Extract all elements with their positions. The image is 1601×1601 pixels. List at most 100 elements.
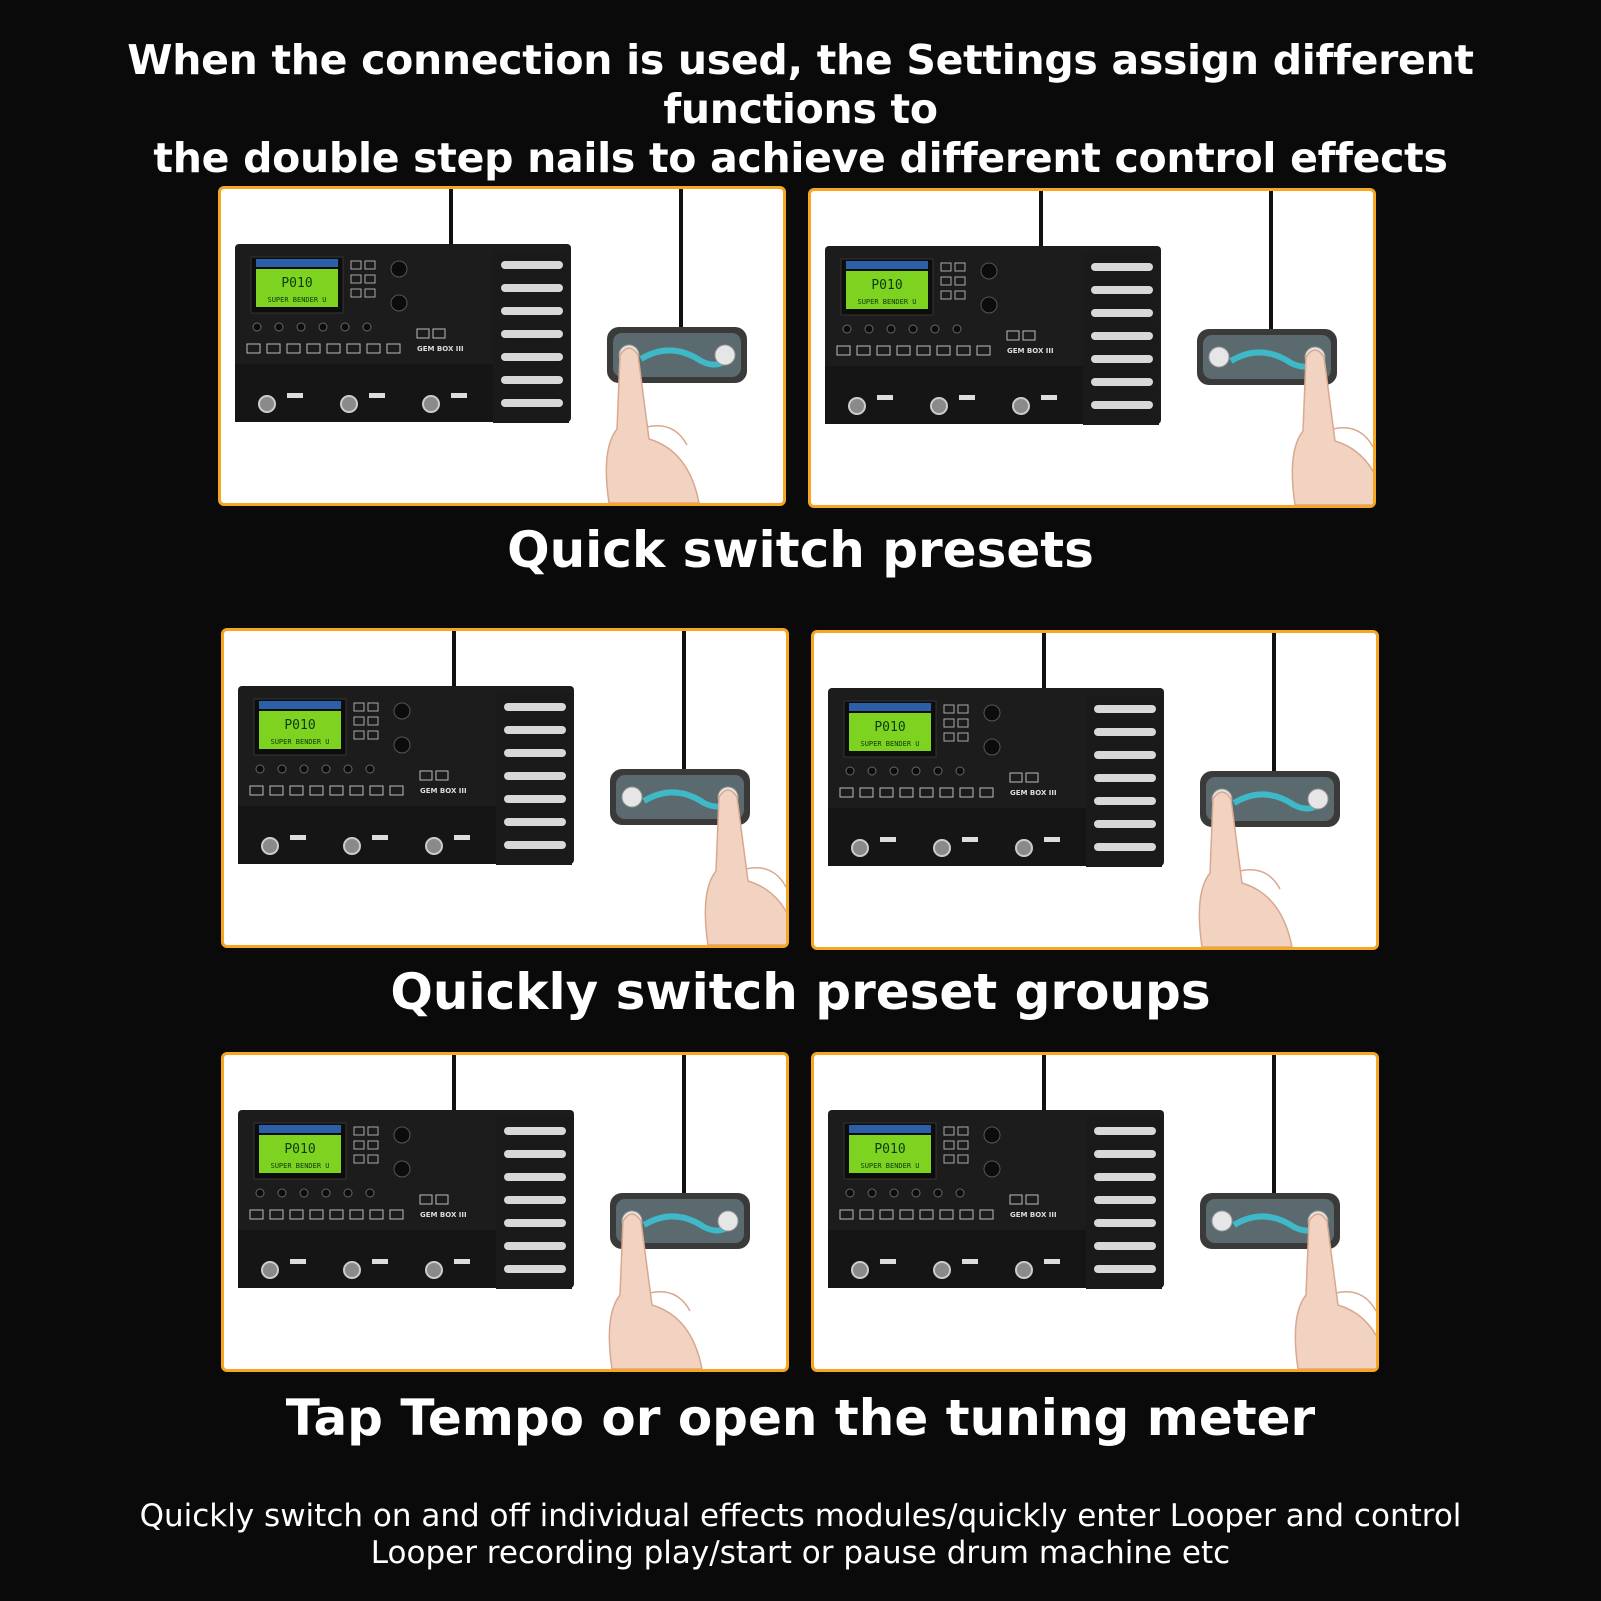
pedal-rib [501, 353, 563, 361]
pedal-rib [1094, 1173, 1156, 1181]
module-button [289, 1209, 304, 1220]
small-button [957, 1126, 969, 1136]
small-button [432, 328, 446, 339]
footswitch-led [372, 835, 388, 840]
lcd-header-bar [849, 703, 931, 711]
pressing-hand [1294, 1213, 1376, 1369]
module-button [369, 1209, 384, 1220]
finger [704, 789, 786, 945]
model-label: GEM BOX III [1010, 1211, 1057, 1219]
small-button [367, 716, 379, 726]
small-button [940, 276, 952, 286]
dual-footswitch [610, 769, 750, 825]
lcd-name-text: SUPER BENDER U [270, 738, 329, 746]
small-button [435, 770, 449, 781]
lcd-preset-text: P010 [874, 1142, 905, 1157]
finger [1294, 1213, 1376, 1369]
module-button [919, 787, 934, 798]
caption-row-3: Tap Tempo or open the tuning meter [285, 1389, 1316, 1447]
module-button [839, 1209, 854, 1220]
footswitch [930, 397, 948, 415]
footswitch-button-left [621, 786, 643, 808]
pedal-rib [501, 261, 563, 269]
module-button [896, 345, 911, 356]
pedal-rib [504, 818, 566, 826]
pedal-rib [501, 307, 563, 315]
module-button [386, 343, 401, 354]
small-knob [867, 766, 877, 776]
module-button [346, 343, 361, 354]
small-button [957, 718, 969, 728]
small-button [416, 328, 430, 339]
footswitch-led [962, 1259, 978, 1264]
pedal-rib [501, 399, 563, 407]
small-button [943, 1154, 955, 1164]
knuckle [745, 867, 786, 888]
small-knob [933, 766, 943, 776]
small-knob [955, 1188, 965, 1198]
small-knob [955, 766, 965, 776]
headline: When the connection is used, the Setting… [30, 36, 1571, 183]
module-button [879, 787, 894, 798]
small-button [353, 1154, 365, 1164]
pedal-rib [1091, 286, 1153, 294]
footswitch-led [1044, 837, 1060, 842]
knuckle [646, 425, 688, 446]
small-button [957, 732, 969, 742]
dual-footswitch [607, 327, 747, 383]
small-knob [277, 1188, 287, 1198]
pedal-rib [504, 1265, 566, 1273]
small-button [367, 1154, 379, 1164]
footswitch [848, 397, 866, 415]
footswitch [422, 395, 440, 413]
module-button [956, 345, 971, 356]
module-button [349, 1209, 364, 1220]
finger [1291, 349, 1373, 505]
small-knob [867, 1188, 877, 1198]
lcd-preset-text: P010 [281, 276, 312, 291]
small-button [943, 732, 955, 742]
footswitch [261, 1261, 279, 1279]
footswitch-button-right [714, 344, 736, 366]
small-button [350, 288, 362, 298]
small-knob [255, 764, 265, 774]
lcd-screen [259, 711, 341, 749]
pedal-rib [504, 1196, 566, 1204]
small-button [943, 1126, 955, 1136]
small-knob [365, 1188, 375, 1198]
small-button [353, 730, 365, 740]
small-knob [365, 764, 375, 774]
small-button [954, 276, 966, 286]
footswitch [851, 1261, 869, 1279]
small-button [353, 1140, 365, 1150]
model-label: GEM BOX III [420, 1211, 467, 1219]
footswitch-led [451, 393, 467, 398]
pressing-hand [608, 1213, 703, 1369]
footswitch-led [369, 393, 385, 398]
small-button [367, 730, 379, 740]
module-button [289, 785, 304, 796]
footswitch [1015, 1261, 1033, 1279]
small-knob [864, 324, 874, 334]
pedal-rib [1091, 309, 1153, 317]
pedal-rib [1091, 355, 1153, 363]
module-button [916, 345, 931, 356]
lcd-name-text: SUPER BENDER U [860, 1162, 919, 1170]
footswitch [851, 839, 869, 857]
lcd-screen [256, 269, 338, 307]
module-button [326, 343, 341, 354]
pedal-rib [1094, 1265, 1156, 1273]
footswitch [258, 395, 276, 413]
footswitch [343, 837, 361, 855]
module-button [246, 343, 261, 354]
lcd-name-text: SUPER BENDER U [267, 296, 326, 304]
small-button [957, 1154, 969, 1164]
pedal-rib [1091, 378, 1153, 386]
module-button [366, 343, 381, 354]
pedal-rib [501, 330, 563, 338]
module-button [836, 345, 851, 356]
